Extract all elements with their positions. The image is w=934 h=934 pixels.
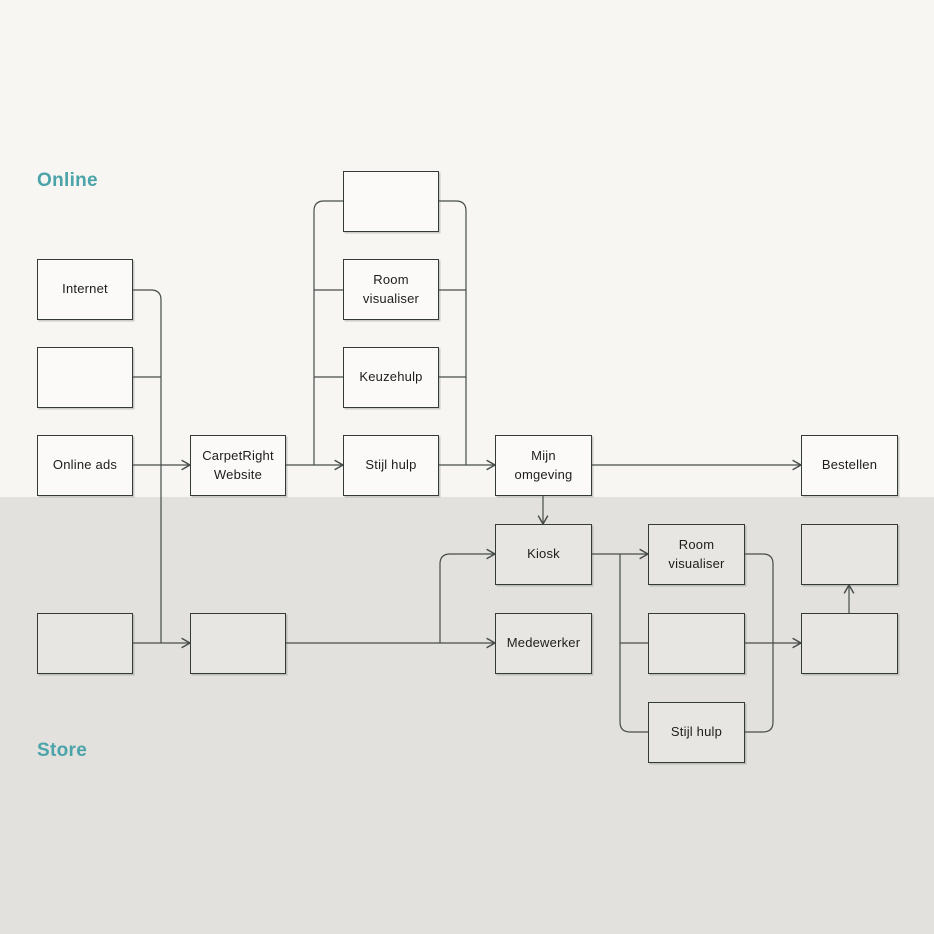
node-medewerker: Medewerker [495, 613, 592, 674]
node-keuzehulp: Keuzehulp [343, 347, 439, 408]
online-section-label: Online [37, 170, 98, 191]
node-bestellen: Bestellen [801, 435, 898, 496]
node-kiosk: Kiosk [495, 524, 592, 585]
node-room-visualiser-store: Room visualiser [648, 524, 745, 585]
node-mijn-omgeving: Mijn omgeving [495, 435, 592, 496]
node-label: Stijl hulp [670, 724, 723, 740]
node-store-empty-right [801, 613, 898, 674]
node-internet: Internet [37, 259, 133, 320]
node-online-ads: Online ads [37, 435, 133, 496]
node-store-empty-2 [190, 613, 286, 674]
node-store-empty-right-top [801, 524, 898, 585]
node-label: Stijl hulp [365, 457, 417, 473]
node-room-visualiser-online: Room visualiser [343, 259, 439, 320]
node-stijl-hulp-online: Stijl hulp [343, 435, 439, 496]
node-label: Online ads [52, 457, 118, 473]
node-label: Room visualiser [668, 536, 725, 571]
store-section-label: Store [37, 740, 88, 761]
node-carpetright-website: CarpetRight Website [190, 435, 286, 496]
node-store-empty-left [37, 613, 133, 674]
node-online-empty-1 [37, 347, 133, 408]
node-label: Bestellen [821, 457, 878, 473]
store-section [0, 497, 934, 934]
node-label: CarpetRight Website [202, 447, 274, 482]
node-channel-empty-top [343, 171, 439, 232]
node-label: Room visualiser [362, 271, 420, 306]
online-section [0, 0, 934, 497]
node-label: Keuzehulp [359, 369, 423, 385]
node-store-empty-mid [648, 613, 745, 674]
node-label: Internet [62, 281, 108, 297]
node-label: Mijn omgeving [514, 447, 573, 482]
node-label: Medewerker [506, 635, 581, 651]
node-stijl-hulp-store: Stijl hulp [648, 702, 745, 763]
node-label: Kiosk [527, 546, 560, 562]
